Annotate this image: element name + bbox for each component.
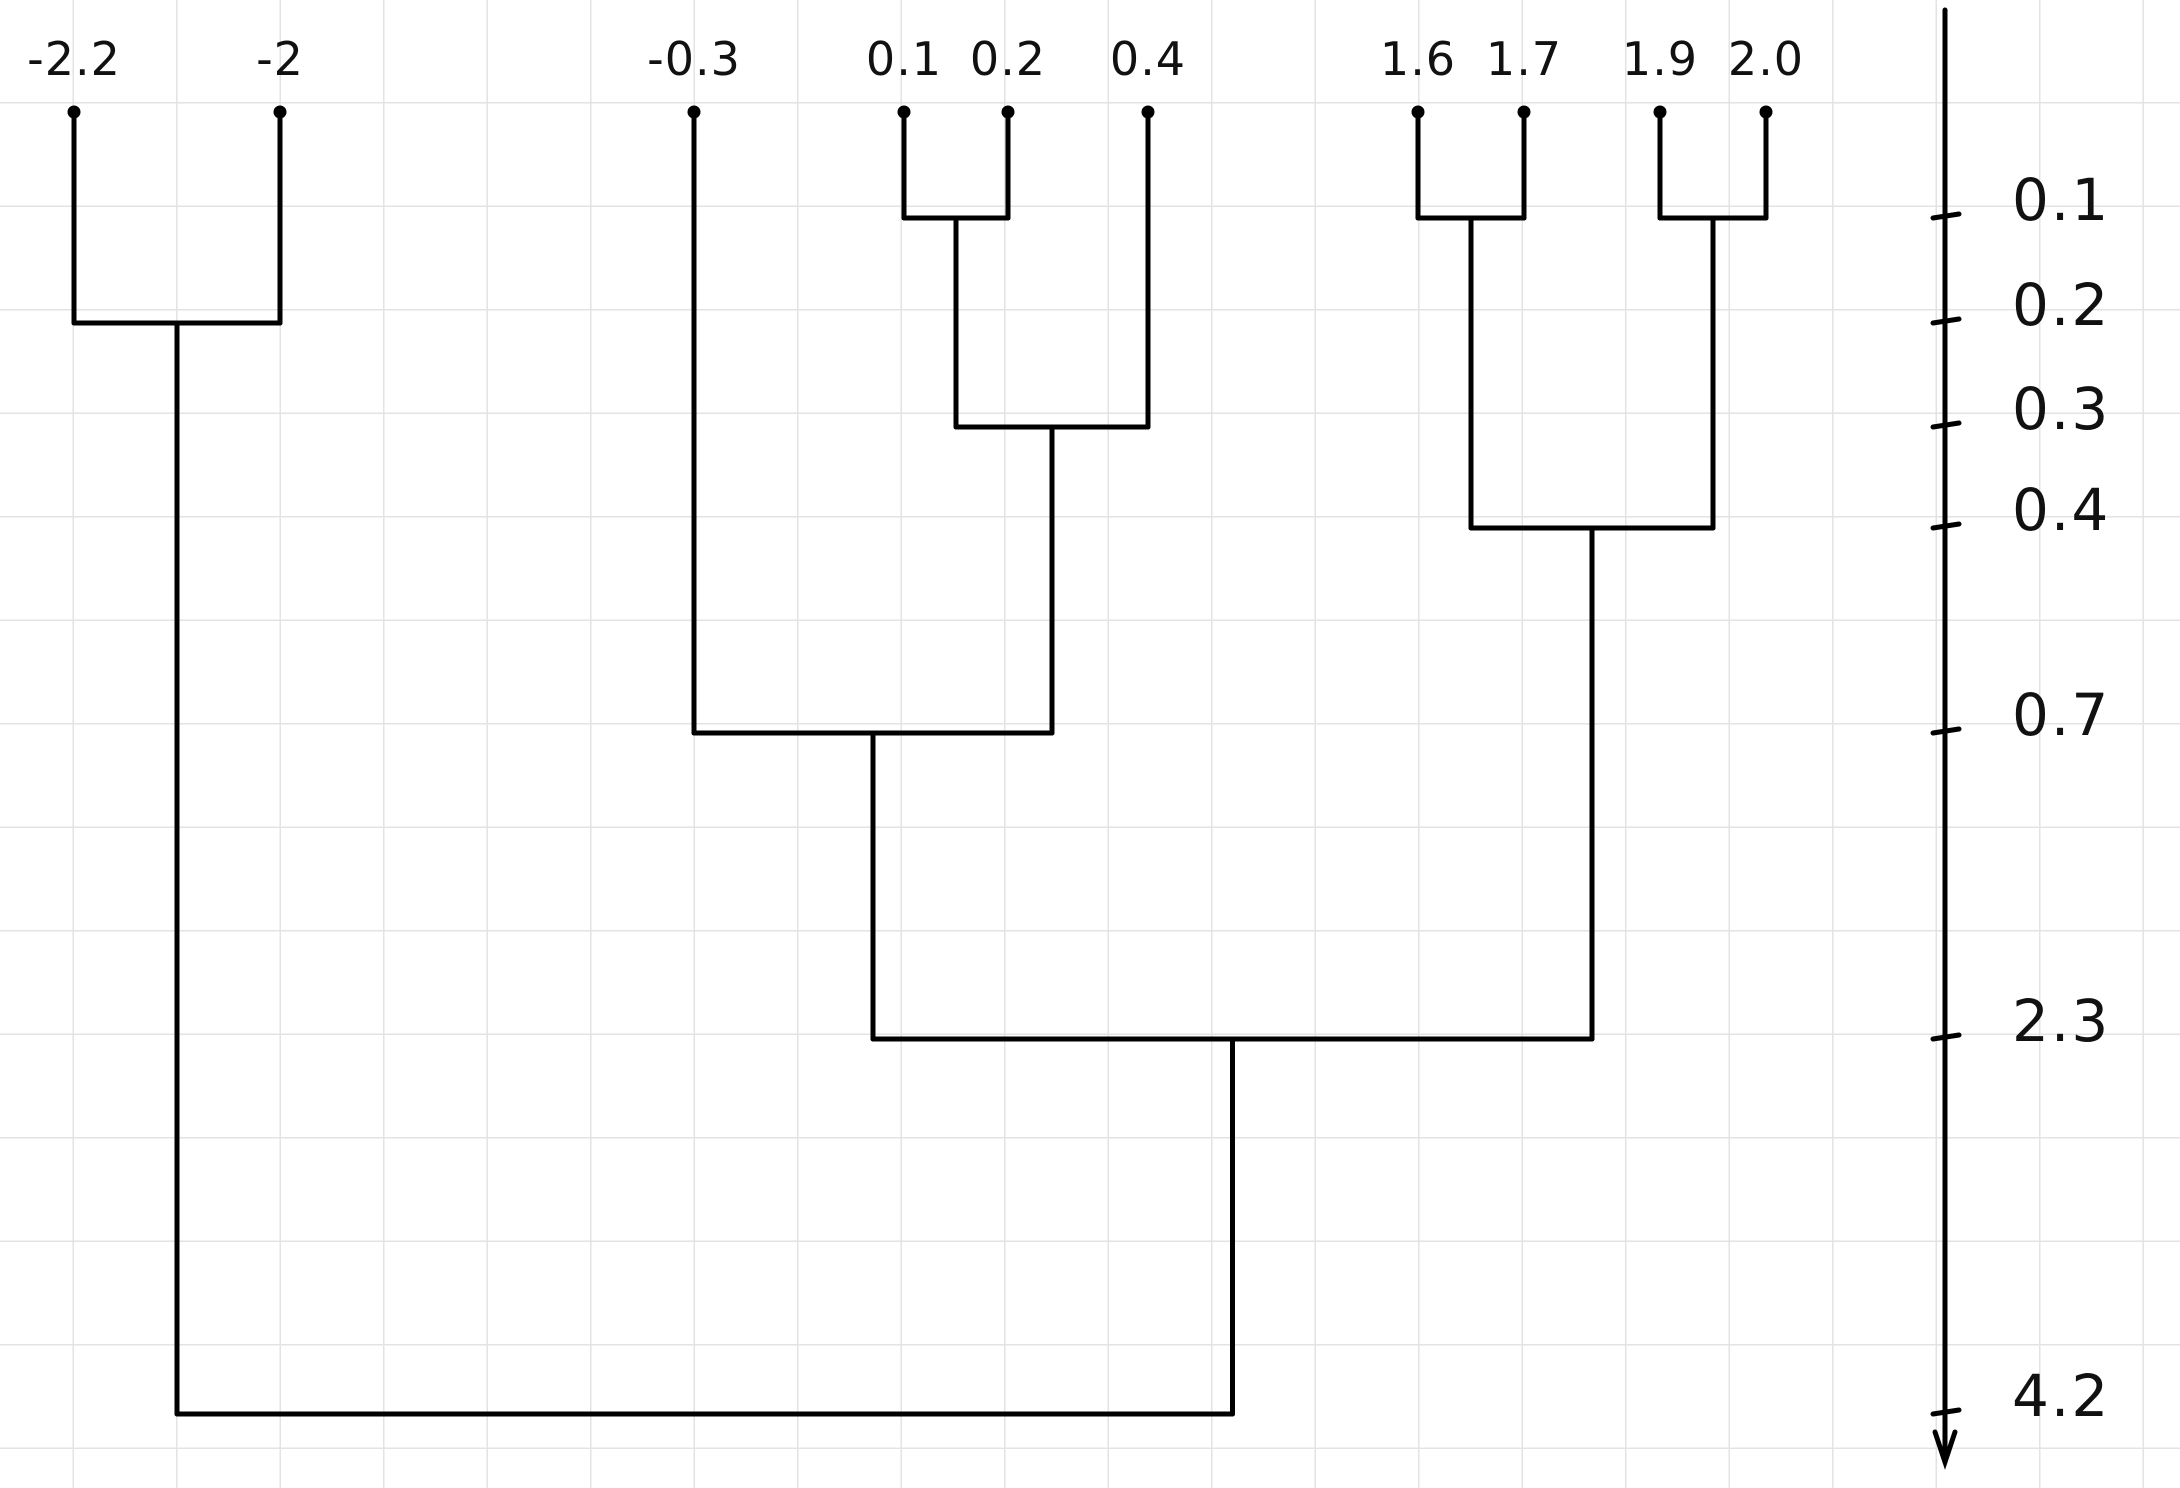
axis-tick-label: 0.7 bbox=[2012, 681, 2111, 749]
axis-arrowhead bbox=[1932, 1429, 1958, 1470]
leaf-label: -2.2 bbox=[27, 32, 121, 86]
axis-tick bbox=[1930, 316, 1962, 326]
axis-tick bbox=[1930, 1407, 1962, 1417]
axis-tick-label: 0.1 bbox=[2012, 166, 2111, 234]
leaf-dot bbox=[1141, 105, 1155, 119]
axis-tick bbox=[1930, 1032, 1962, 1042]
leaf-label: 1.9 bbox=[1621, 32, 1699, 86]
axis-tick bbox=[1930, 726, 1962, 736]
axis-tick bbox=[1930, 420, 1962, 430]
leaf-dot bbox=[1759, 105, 1773, 119]
leaf-label: 0.4 bbox=[1109, 32, 1187, 86]
leaf-label: 1.6 bbox=[1379, 32, 1457, 86]
leaf-label: 0.1 bbox=[865, 32, 943, 86]
leaf-label: -2 bbox=[256, 32, 304, 86]
leaf-dot bbox=[1653, 105, 1667, 119]
leaf-label: 1.7 bbox=[1485, 32, 1563, 86]
axis-tick bbox=[1930, 211, 1962, 221]
leaf-dot bbox=[1001, 105, 1015, 119]
leaf-label: -0.3 bbox=[647, 32, 741, 86]
axis-tick-label: 0.2 bbox=[2012, 271, 2111, 339]
leaf-dot bbox=[1411, 105, 1425, 119]
leaf-points bbox=[67, 105, 1773, 119]
axis-tick-label: 2.3 bbox=[2012, 987, 2111, 1055]
dendrogram-links bbox=[71, 109, 1769, 1417]
leaf-dot bbox=[1517, 105, 1531, 119]
leaf-label: 0.2 bbox=[969, 32, 1047, 86]
leaf-dot bbox=[687, 105, 701, 119]
leaf-label: 2.0 bbox=[1727, 32, 1805, 86]
axis-tick-label: 4.2 bbox=[2012, 1362, 2111, 1430]
leaf-dot bbox=[273, 105, 287, 119]
leaf-dot bbox=[897, 105, 911, 119]
height-axis bbox=[1930, 7, 1962, 1470]
axis-tick bbox=[1930, 521, 1962, 531]
axis-tick-label: 0.3 bbox=[2012, 375, 2111, 443]
axis-tick-label: 0.4 bbox=[2012, 476, 2111, 544]
leaf-dot bbox=[67, 105, 81, 119]
